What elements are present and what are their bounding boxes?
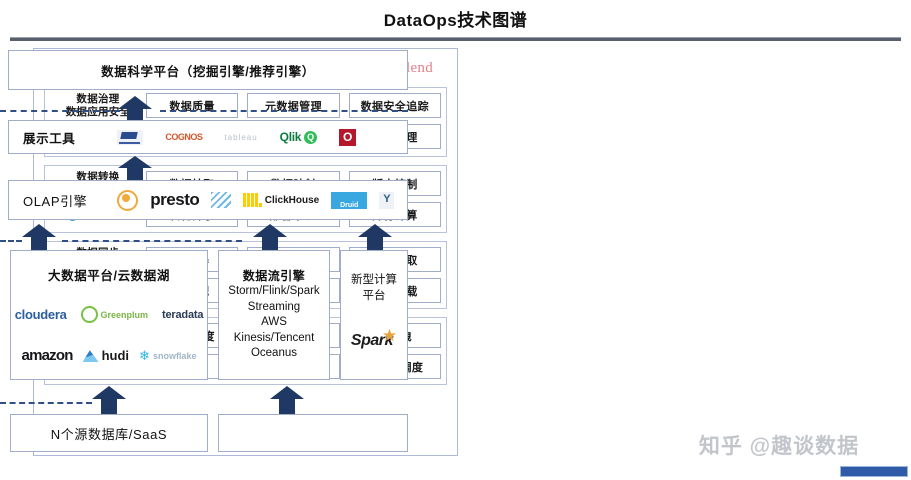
arrow-up-olap-to-bi: [118, 156, 152, 182]
hudi-icon: [82, 350, 99, 362]
arrow-up-bigdata-to-olap: [22, 224, 56, 252]
box-olap-engine[interactable]: OLAP引擎 presto ClickHouse Druid: [8, 180, 408, 220]
cell-row: 数据质量 元数据管理 数据安全追踪: [146, 93, 441, 118]
cell-metadata-management[interactable]: 元数据管理: [247, 93, 340, 118]
box-stream-engine[interactable]: 数据流引擎 Storm/Flink/Spark Streaming AWS Ki…: [218, 250, 330, 380]
bigdata-logo-row-2: amazon hudi ❄ snowflake: [11, 347, 207, 364]
group-title: 数据治理 数据应用安全: [65, 93, 131, 119]
spark-star-icon: ★: [381, 325, 398, 345]
cell-data-security-trace[interactable]: 数据安全追踪: [348, 93, 441, 118]
tableau-logo: tableau: [224, 132, 258, 142]
box-source-databases[interactable]: N个源数据库/SaaS: [10, 414, 208, 452]
new-compute-title: 新型计算 平台: [351, 274, 397, 302]
amazon-logo: amazon: [21, 347, 74, 364]
snowflake-icon: ❄: [139, 348, 150, 363]
box-new-compute-platform[interactable]: 新型计算 平台 Spark ★: [340, 250, 408, 380]
bi-logo-row: COGNOS tableau Qlik Q O: [117, 128, 357, 146]
layer-divider-1b: [160, 110, 408, 112]
diagram-board: Data OPS Informatica talend 数据治理 数据应用安全 …: [0, 42, 911, 480]
oracle-bi-logo: O: [339, 128, 357, 146]
spark-logo: Spark ★: [350, 325, 398, 350]
presto-dots-icon: [211, 192, 232, 208]
greenplum-icon: [80, 306, 98, 323]
cloudera-logo: cloudera: [14, 307, 67, 322]
olap-logo-row: presto ClickHouse Druid: [117, 189, 395, 211]
box-bigdata-platform[interactable]: 大数据平台/云数据湖 cloudera Greenplum teradata a…: [10, 250, 208, 380]
arrow-up-bi-to-science: [118, 96, 152, 124]
arrow-up-source-to-bigdata: [92, 386, 126, 414]
snowflake-logo: ❄ snowflake: [139, 348, 197, 363]
businessobjects-logo: [117, 129, 144, 145]
layer-divider-3: [0, 402, 92, 404]
page-title: DataOps技术图谱: [383, 11, 528, 30]
teradata-logo: teradata: [162, 308, 204, 321]
title-divider: [10, 37, 901, 41]
layer-divider-2b: [62, 240, 242, 242]
stream-engine-text: 数据流引擎 Storm/Flink/Spark Streaming AWS Ki…: [228, 269, 320, 360]
architecture-right-panel: 数据科学平台（挖掘引擎/推荐引擎） 展示工具 COGNOS tableau Ql…: [0, 42, 418, 452]
cell-data-quality[interactable]: 数据质量: [146, 93, 239, 118]
qlik-logo: Qlik Q: [280, 130, 318, 144]
druid-logo: Druid: [331, 191, 368, 209]
bigdata-platform-title: 大数据平台/云数据湖: [48, 269, 170, 283]
presto-logo: presto: [150, 190, 200, 209]
layer-divider-1: [0, 110, 120, 112]
arrow-up-compute-to-olap: [358, 224, 392, 252]
cognos-logo: COGNOS: [165, 132, 203, 142]
clickhouse-logo: ClickHouse: [243, 193, 319, 207]
kylin-logo: [117, 189, 139, 211]
qlik-q-icon: Q: [304, 130, 318, 144]
greenplum-logo: Greenplum: [80, 306, 148, 323]
kylin-alt-logo: [379, 191, 395, 209]
apache-hudi-logo: hudi: [82, 348, 129, 363]
clickhouse-bars-icon: [243, 193, 262, 207]
bigdata-logo-row-1: cloudera Greenplum teradata: [11, 306, 207, 323]
box-data-science-platform[interactable]: 数据科学平台（挖掘引擎/推荐引擎）: [8, 50, 408, 90]
layer-divider-2: [0, 240, 22, 242]
box-bi-tools[interactable]: 展示工具 COGNOS tableau Qlik Q O: [8, 120, 408, 154]
arrow-up-source-to-stream: [270, 386, 304, 414]
arrow-up-stream-to-olap: [253, 224, 287, 252]
box-source-right-placeholder[interactable]: [218, 414, 408, 452]
accent-bar: [840, 466, 908, 477]
